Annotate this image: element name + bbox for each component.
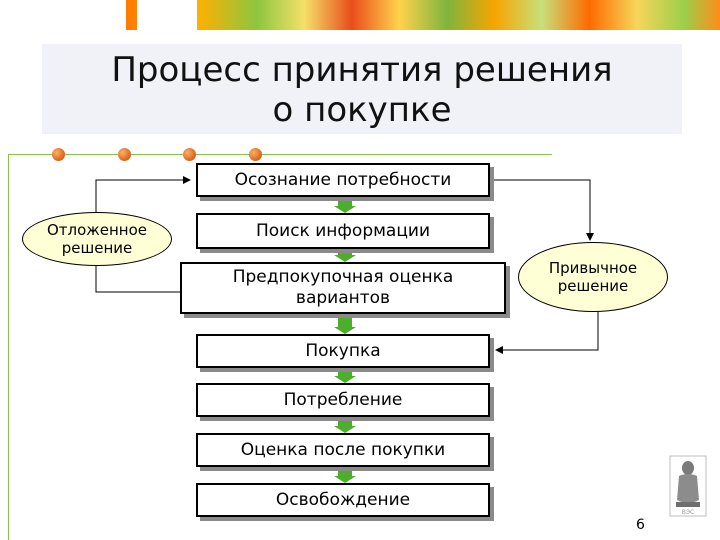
slide-title-line-1: Процесс принятия решения xyxy=(111,50,613,90)
slide-title-line-2: о покупке xyxy=(272,90,452,130)
postponed-loop-line xyxy=(95,176,191,214)
green-arrow-shaft xyxy=(338,469,352,477)
green-arrow-shaft xyxy=(338,251,352,256)
habitual-entry-line xyxy=(492,179,594,241)
step-pre-purchase-evaluation: Предпокупочная оценка вариантов xyxy=(180,262,506,314)
green-arrow-head xyxy=(334,426,356,433)
green-rule-vertical xyxy=(8,154,9,540)
step-purchase: Покупка xyxy=(196,334,490,368)
green-arrow-shaft xyxy=(338,199,352,207)
step-need-recognition: Осознание потребности xyxy=(196,163,490,197)
step-information-search: Поиск информации xyxy=(196,213,490,249)
postponed-return-line xyxy=(95,264,196,293)
habitual-decision-node: Привычное решение xyxy=(518,242,668,312)
decorative-banner xyxy=(126,0,720,30)
postponed-decision-node: Отложенное решение xyxy=(22,212,172,266)
habitual-exit-line xyxy=(495,312,599,354)
green-arrow-head xyxy=(334,376,356,383)
bullet-dot xyxy=(118,148,131,161)
title-area: Процесс принятия решения о покупке xyxy=(42,44,682,134)
green-arrow-shaft xyxy=(338,370,352,377)
green-arrow-shaft xyxy=(338,419,352,427)
green-arrow-head xyxy=(334,206,356,213)
page-number: 6 xyxy=(636,517,645,533)
step-arrows xyxy=(334,199,356,483)
green-arrow-head xyxy=(334,476,356,483)
step-consumption: Потребление xyxy=(196,383,490,417)
university-logo: ВЭС xyxy=(669,455,707,517)
svg-text:ВЭС: ВЭС xyxy=(682,509,695,516)
green-arrow-head xyxy=(334,255,356,262)
step-post-purchase-evaluation: Оценка после покупки xyxy=(196,433,490,467)
step-divestment: Освобождение xyxy=(196,483,490,517)
bullet-dot xyxy=(52,148,65,161)
banner-gap xyxy=(137,0,197,30)
green-rule-horizontal xyxy=(8,154,552,155)
green-arrow-shaft xyxy=(338,316,352,328)
bullet-dot xyxy=(249,148,262,161)
bullet-dot xyxy=(183,148,196,161)
green-arrow-head xyxy=(334,327,356,334)
